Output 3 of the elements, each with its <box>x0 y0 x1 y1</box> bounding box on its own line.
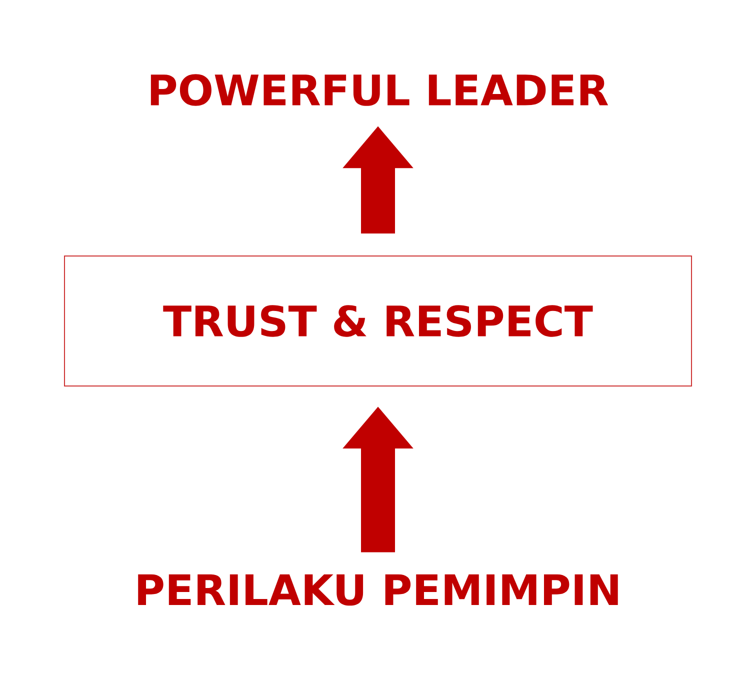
heading-text: POWERFUL LEADER <box>150 74 608 106</box>
text-box: TRUST & RESPECT <box>64 256 692 386</box>
heading-text: PERILAKU PEMIMPIN <box>138 574 618 606</box>
